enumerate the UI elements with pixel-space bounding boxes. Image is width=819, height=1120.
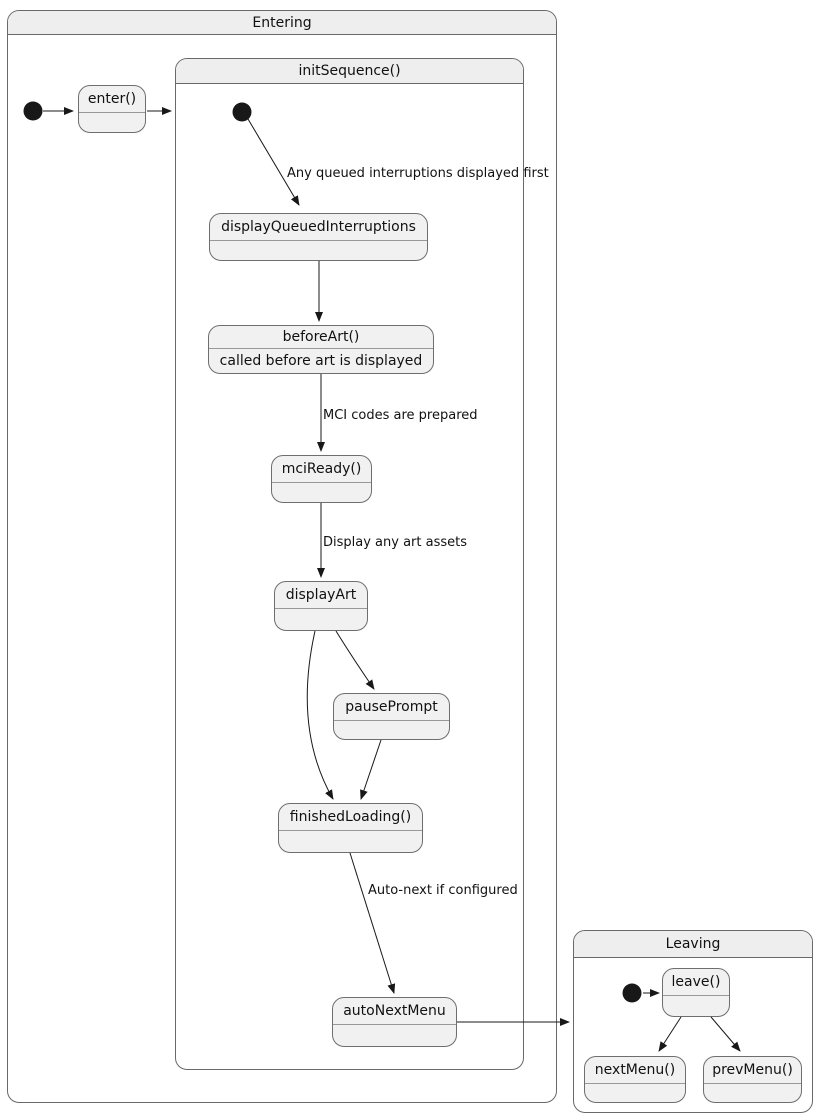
state-finished-loading: finishedLoading() bbox=[278, 803, 423, 853]
edge-label-queued-interruptions: Any queued interruptions displayed first bbox=[287, 166, 549, 181]
state-display-art: displayArt bbox=[274, 581, 368, 631]
state-leave: leave() bbox=[662, 968, 730, 1017]
state-display-art-body bbox=[275, 609, 367, 630]
state-enter-label: enter() bbox=[79, 86, 145, 113]
state-mci-ready: mciReady() bbox=[271, 455, 372, 503]
edge-label-display-art-assets: Display any art assets bbox=[323, 535, 468, 550]
state-prev-menu-body bbox=[704, 1084, 801, 1102]
state-next-menu: nextMenu() bbox=[584, 1056, 686, 1103]
state-leave-body bbox=[663, 996, 729, 1016]
state-auto-next-menu: autoNextMenu bbox=[332, 997, 457, 1047]
state-next-menu-body bbox=[585, 1084, 685, 1102]
state-mci-ready-label: mciReady() bbox=[272, 456, 371, 483]
state-display-queued-interruptions-body bbox=[210, 241, 427, 260]
state-enter: enter() bbox=[78, 85, 146, 133]
state-pause-prompt-body bbox=[334, 721, 449, 739]
state-before-art-label: beforeArt() bbox=[209, 326, 433, 349]
state-prev-menu: prevMenu() bbox=[703, 1056, 802, 1103]
edge-label-mci-codes: MCI codes are prepared bbox=[323, 408, 478, 423]
state-display-art-label: displayArt bbox=[275, 582, 367, 609]
frame-leaving-title: Leaving bbox=[574, 931, 812, 958]
state-before-art-description: called before art is displayed bbox=[219, 353, 423, 369]
state-next-menu-label: nextMenu() bbox=[585, 1057, 685, 1084]
edge-label-auto-next: Auto-next if configured bbox=[368, 883, 518, 898]
state-pause-prompt-label: pausePrompt bbox=[334, 694, 449, 721]
state-display-queued-interruptions-label: displayQueuedInterruptions bbox=[210, 214, 427, 241]
frame-init-sequence: initSequence() bbox=[175, 58, 524, 1070]
state-display-queued-interruptions: displayQueuedInterruptions bbox=[209, 213, 428, 261]
state-enter-body bbox=[79, 113, 145, 132]
state-prev-menu-label: prevMenu() bbox=[704, 1057, 801, 1084]
state-pause-prompt: pausePrompt bbox=[333, 693, 450, 740]
state-finished-loading-label: finishedLoading() bbox=[279, 804, 422, 831]
state-before-art: beforeArt() called before art is display… bbox=[208, 325, 434, 374]
state-mci-ready-body bbox=[272, 483, 371, 502]
state-auto-next-menu-label: autoNextMenu bbox=[333, 998, 456, 1025]
state-leave-label: leave() bbox=[663, 969, 729, 996]
frame-init-sequence-title: initSequence() bbox=[176, 59, 523, 84]
state-finished-loading-body bbox=[279, 831, 422, 852]
state-auto-next-menu-body bbox=[333, 1025, 456, 1046]
frame-entering-title: Entering bbox=[8, 11, 556, 35]
